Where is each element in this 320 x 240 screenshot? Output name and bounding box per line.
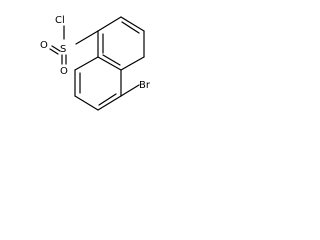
bromine-label: Br [139, 80, 151, 91]
bond-c2-c3 [120, 16, 145, 32]
molecule-diagram: Cl S O O Br [40, 15, 151, 111]
sulfur-label: S [60, 44, 66, 55]
bond-c1-s [75, 30, 99, 45]
bond-c5-br [120, 84, 140, 97]
chlorine-label: Cl [55, 15, 65, 26]
bond-c4a-c8a [97, 56, 122, 71]
double-bond-c4a-c8a [102, 54, 121, 66]
bond-c8a-c8 [74, 56, 99, 71]
bond-c1-c2 [97, 16, 122, 32]
oxygen-bottom-label: O [60, 66, 68, 77]
oxygen-top-label: O [40, 40, 48, 51]
bond-c4-c4a [120, 56, 145, 71]
bond-c7-c6 [74, 95, 99, 111]
bond-s-o-top-2 [49, 48, 59, 55]
bond-s-o-top-1 [51, 45, 61, 52]
bond-c6-c5 [97, 95, 122, 111]
double-bond-c2-c3 [121, 21, 140, 34]
double-bond-c6-c5 [98, 93, 117, 106]
